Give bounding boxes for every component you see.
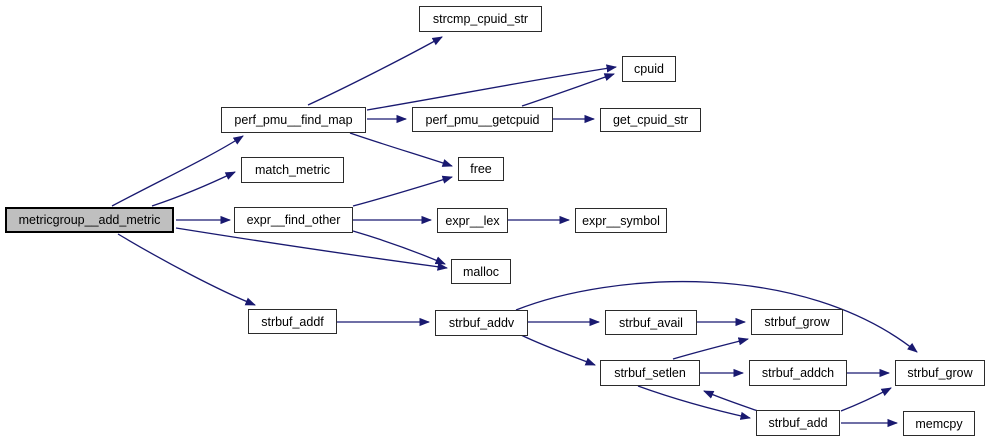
node-strbuf_addch[interactable]: strbuf_addch bbox=[749, 360, 847, 386]
node-match_metric[interactable]: match_metric bbox=[241, 157, 344, 183]
node-strbuf_grow-right[interactable]: strbuf_grow bbox=[895, 360, 985, 386]
edge-expr__find_other-to-malloc bbox=[352, 230, 446, 265]
edge-strbuf_add-to-strbuf_setlen bbox=[703, 390, 759, 412]
node-strbuf_add[interactable]: strbuf_add bbox=[756, 410, 840, 436]
node-strbuf_addv[interactable]: strbuf_addv bbox=[435, 310, 528, 336]
edge-metricgroup__add_metric-to-malloc bbox=[175, 227, 448, 271]
node-expr__lex[interactable]: expr__lex bbox=[437, 208, 508, 233]
node-expr__find_other[interactable]: expr__find_other bbox=[234, 207, 353, 233]
node-perf_pmu__find_map[interactable]: perf_pmu__find_map bbox=[221, 107, 366, 133]
node-strbuf_setlen[interactable]: strbuf_setlen bbox=[600, 360, 700, 386]
node-perf_pmu__getcpuid[interactable]: perf_pmu__getcpuid bbox=[412, 107, 553, 132]
edge-strbuf_addv-to-strbuf_grow-right bbox=[515, 280, 918, 353]
node-metricgroup__add_metric[interactable]: metricgroup__add_metric bbox=[5, 207, 174, 233]
node-malloc[interactable]: malloc bbox=[451, 259, 511, 284]
edge-strbuf_setlen-to-strbuf_add bbox=[637, 385, 751, 420]
edge-metricgroup__add_metric-to-perf_pmu__find_map bbox=[111, 135, 244, 207]
edge-strbuf_setlen-to-strbuf_grow-top bbox=[672, 337, 749, 360]
edge-perf_pmu__find_map-to-cpuid bbox=[366, 64, 617, 111]
node-strcmp_cpuid_str[interactable]: strcmp_cpuid_str bbox=[419, 6, 542, 32]
edge-expr__find_other-to-free bbox=[352, 175, 453, 207]
node-memcpy[interactable]: memcpy bbox=[903, 411, 975, 436]
node-cpuid[interactable]: cpuid bbox=[622, 56, 676, 82]
edge-perf_pmu__find_map-to-strcmp_cpuid_str bbox=[307, 36, 443, 106]
node-get_cpuid_str[interactable]: get_cpuid_str bbox=[600, 108, 701, 132]
edge-perf_pmu__getcpuid-to-cpuid bbox=[521, 73, 615, 107]
edge-metricgroup__add_metric-to-match_metric bbox=[151, 171, 236, 207]
edge-strbuf_addv-to-strbuf_setlen bbox=[520, 334, 596, 366]
node-strbuf_avail[interactable]: strbuf_avail bbox=[605, 310, 697, 335]
edge-metricgroup__add_metric-to-strbuf_addf bbox=[117, 233, 256, 306]
node-free[interactable]: free bbox=[458, 157, 504, 181]
edge-strbuf_add-to-strbuf_grow-right bbox=[840, 387, 892, 412]
node-strbuf_addf[interactable]: strbuf_addf bbox=[248, 309, 337, 334]
node-strbuf_grow-top[interactable]: strbuf_grow bbox=[751, 309, 843, 335]
node-expr__symbol[interactable]: expr__symbol bbox=[575, 208, 667, 233]
edge-perf_pmu__find_map-to-free bbox=[349, 132, 453, 167]
